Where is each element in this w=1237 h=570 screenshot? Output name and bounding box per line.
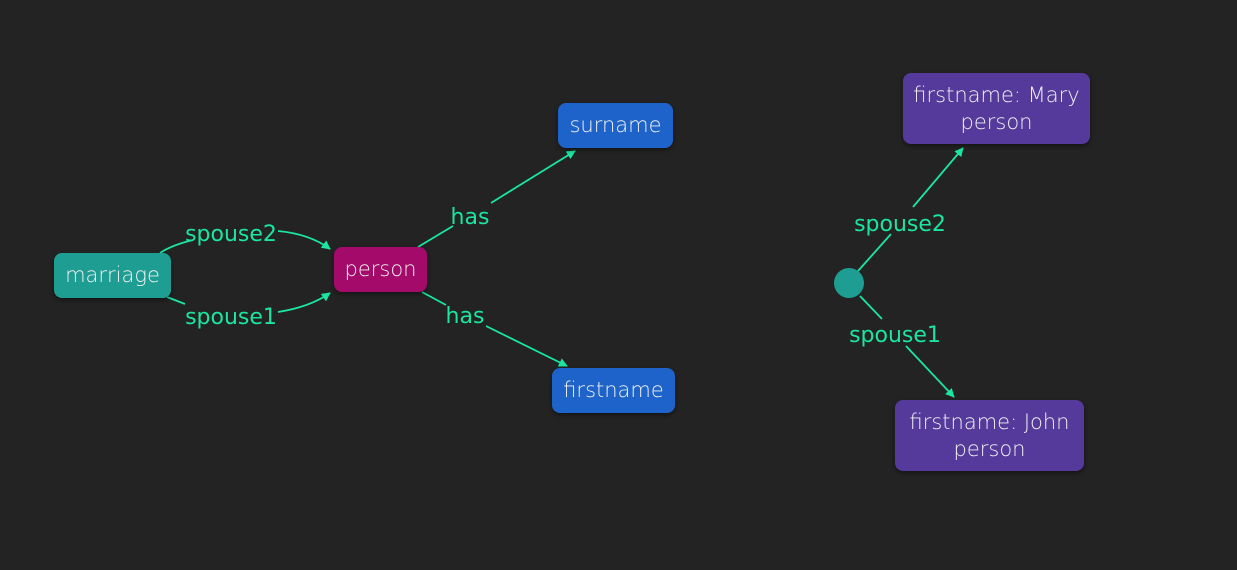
marriage-node[interactable]: marriage [54,253,171,298]
edge-spouse2-instance [857,148,963,272]
person-mary-type: person [960,109,1033,134]
edge-spouse1-schema [166,293,330,313]
person-node-label: person [344,257,417,281]
edge-has-surname [417,151,575,248]
person-john-type: person [953,436,1026,461]
edge-label-spouse1-schema: spouse1 [185,305,277,330]
edge-label-spouse2-instance: spouse2 [854,212,946,237]
edge-spouse1-instance [859,295,954,397]
surname-node-label: surname [569,113,662,137]
edge-spouse2-schema [159,230,330,253]
edge-label-has-firstname: has [446,304,485,329]
edge-label-spouse1-instance: spouse1 [849,323,941,348]
marriage-node-label: marriage [65,263,160,287]
surname-node[interactable]: surname [558,103,673,148]
firstname-node[interactable]: firstname [552,368,675,413]
person-mary-firstname: firstname: Mary [913,82,1080,107]
edge-has-firstname [421,291,567,366]
person-john-node[interactable]: firstname: John person [895,400,1084,471]
person-mary-node[interactable]: firstname: Mary person [903,73,1090,144]
person-john-firstname: firstname: John [909,409,1070,434]
person-node[interactable]: person [334,247,427,292]
edge-label-spouse2-schema: spouse2 [185,222,277,247]
edge-label-has-surname: has [451,205,490,230]
marriage-instance-node[interactable] [834,268,864,298]
firstname-node-label: firstname [563,378,664,402]
